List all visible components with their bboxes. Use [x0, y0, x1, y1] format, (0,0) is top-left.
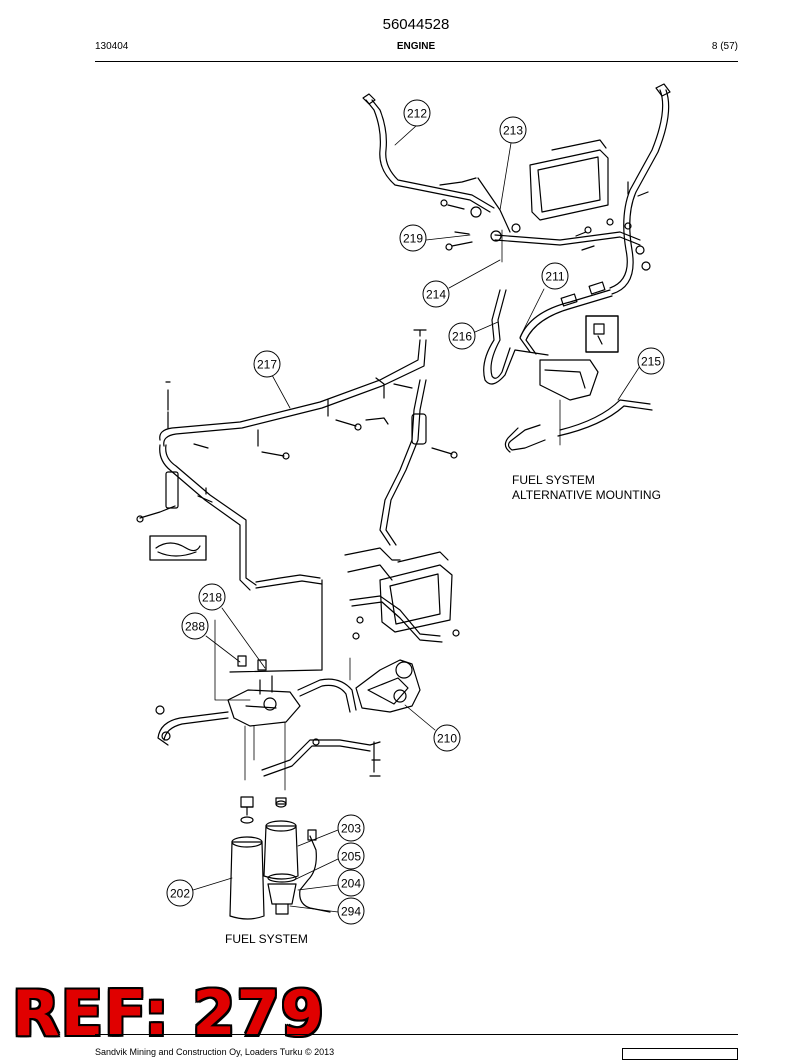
- svg-text:213: 213: [503, 124, 523, 138]
- svg-text:211: 211: [545, 270, 564, 284]
- callout-bubbles: 212 213 219 211 214 216 215 217 218 288 …: [166, 99, 665, 925]
- caption-fuel-system: FUEL SYSTEM: [225, 932, 308, 946]
- header-page-number: 8 (57): [711, 41, 738, 52]
- callout-213: 213: [499, 116, 527, 144]
- callout-219: 219: [399, 224, 427, 252]
- callout-204: 204: [337, 869, 365, 897]
- footer-divider: [95, 1034, 738, 1035]
- svg-text:215: 215: [641, 355, 661, 369]
- callout-294: 294: [337, 897, 365, 925]
- main-fuel-system-assembly: [136, 329, 460, 920]
- footer-copyright: Sandvik Mining and Construction Oy, Load…: [95, 1047, 335, 1057]
- footer-logo: [622, 1048, 738, 1060]
- svg-text:205: 205: [341, 850, 361, 864]
- svg-text:212: 212: [407, 107, 427, 121]
- callout-202: 202: [166, 879, 194, 907]
- callout-203: 203: [337, 814, 365, 842]
- svg-text:210: 210: [437, 732, 457, 746]
- caption-alternative-line1: FUEL SYSTEM: [512, 473, 595, 487]
- caption-alternative-line2: ALTERNATIVE MOUNTING: [512, 488, 661, 502]
- svg-text:204: 204: [341, 877, 361, 891]
- alternative-mounting-assembly: [362, 83, 671, 453]
- callout-217: 217: [253, 350, 281, 378]
- svg-text:214: 214: [426, 288, 446, 302]
- header-section-title: ENGINE: [396, 41, 436, 52]
- header-date-code: 130404: [95, 41, 129, 52]
- svg-text:294: 294: [341, 905, 361, 919]
- caption-alternative-mounting: FUEL SYSTEM ALTERNATIVE MOUNTING: [512, 473, 661, 503]
- svg-text:217: 217: [257, 358, 277, 372]
- callout-211: 211: [541, 262, 569, 290]
- header-divider: [95, 61, 738, 62]
- callout-218: 218: [198, 583, 226, 611]
- callout-205: 205: [337, 842, 365, 870]
- callout-leaders: [192, 125, 641, 913]
- svg-text:203: 203: [341, 822, 361, 836]
- callout-215: 215: [637, 347, 665, 375]
- callout-210: 210: [433, 724, 461, 752]
- svg-text:216: 216: [452, 330, 472, 344]
- callout-216: 216: [448, 322, 476, 350]
- document-number: 56044528: [382, 16, 450, 33]
- ref-stamp: REF: 279: [12, 977, 325, 1050]
- callout-288: 288: [181, 612, 209, 640]
- svg-text:218: 218: [202, 591, 222, 605]
- svg-text:288: 288: [185, 620, 205, 634]
- callout-212: 212: [403, 99, 431, 127]
- svg-text:219: 219: [403, 232, 423, 246]
- callout-214: 214: [422, 280, 450, 308]
- svg-text:202: 202: [170, 887, 190, 901]
